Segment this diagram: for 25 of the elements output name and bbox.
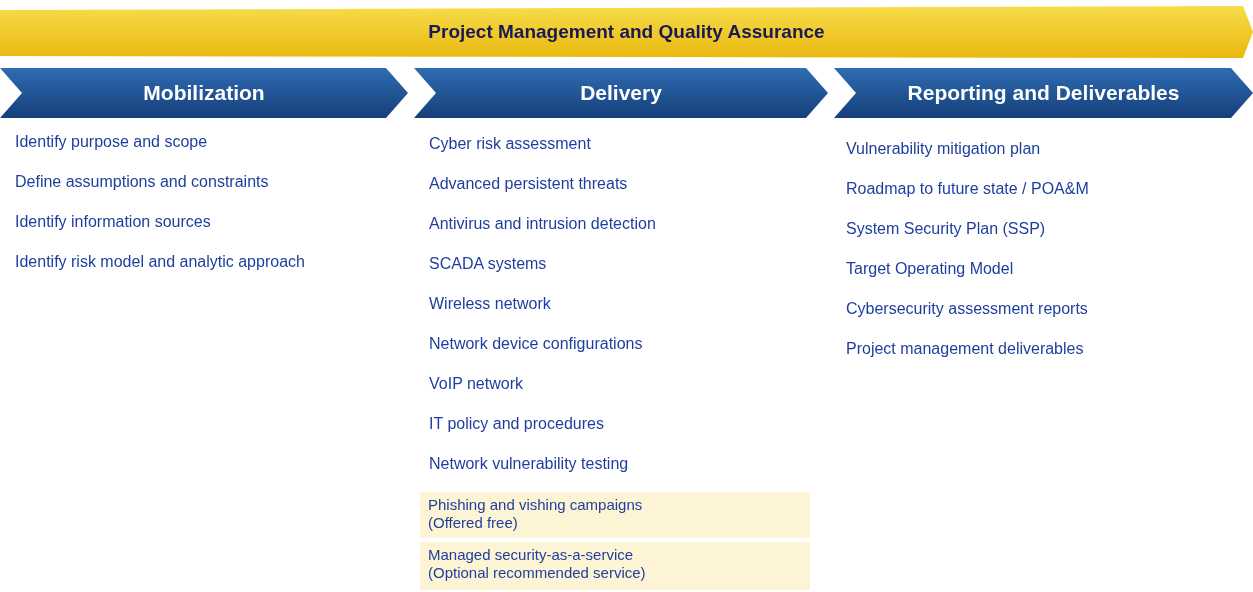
phase-heading: Delivery [579,81,663,105]
list-item: Advanced persistent threats [429,175,628,193]
list-item: Roadmap to future state / POA&M [846,180,1089,198]
list-item: VoIP network [429,375,523,393]
list-item: System Security Plan (SSP) [846,220,1046,238]
highlight-box: Managed security-as-a-service (Optional recommended service) [420,542,810,590]
list-item: SCADA systems [429,255,547,273]
list-item: Identify purpose and scope [15,133,208,151]
banner-title: Project Management and Quality Assurance [427,21,826,43]
highlight-box: Phishing and vishing campaigns (Offered free) [420,492,810,538]
phase-heading: Mobilization [142,81,266,105]
list-item: Cyber risk assessment [429,135,591,153]
list-item: Project management deliverables [846,340,1084,358]
list-item: Network device configurations [429,335,643,353]
list-item: Vulnerability mitigation plan [846,140,1041,158]
phase-heading: Reporting and Deliverables [906,81,1181,105]
list-item: Antivirus and intrusion detection [429,215,656,233]
list-item: Identify information sources [15,213,211,231]
list-item: Cybersecurity assessment reports [846,300,1088,318]
list-item: Target Operating Model [846,260,1014,278]
list-item: Network vulnerability testing [429,455,629,473]
list-item: Define assumptions and constraints [15,173,269,191]
list-item: Wireless network [429,295,551,313]
list-item: IT policy and procedures [429,415,604,433]
list-item: Identify risk model and analytic approach [15,253,305,271]
